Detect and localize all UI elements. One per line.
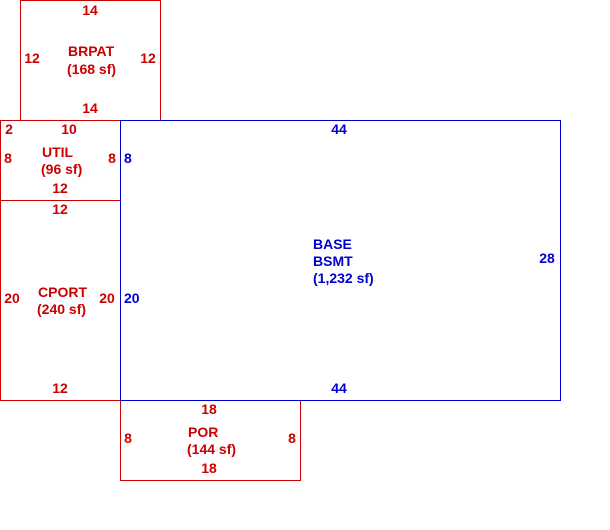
cport-left-dimension: 20 bbox=[4, 290, 20, 306]
base-area-label: (1,232 sf) bbox=[313, 270, 374, 286]
por-right-dimension: 8 bbox=[288, 430, 296, 446]
base-left-upper-dimension: 8 bbox=[124, 150, 132, 166]
por-code-label: POR bbox=[188, 424, 219, 440]
util-top-left-dimension: 2 bbox=[5, 121, 13, 137]
brpat-top-dimension: 14 bbox=[82, 2, 98, 18]
base-right-dimension: 28 bbox=[539, 250, 555, 266]
por-left-dimension: 8 bbox=[124, 430, 132, 446]
por-top-dimension: 18 bbox=[201, 401, 217, 417]
cport-code-label: CPORT bbox=[38, 284, 87, 300]
brpat-code-label: BRPAT bbox=[68, 43, 115, 59]
base-outline bbox=[120, 120, 561, 401]
brpat-bottom-dimension: 14 bbox=[82, 100, 98, 116]
base-subcode-label: BSMT bbox=[313, 253, 353, 269]
cport-bottom-dimension: 12 bbox=[52, 380, 68, 396]
util-right-dimension: 8 bbox=[108, 150, 116, 166]
brpat-right-dimension: 12 bbox=[140, 50, 156, 66]
util-top-dimension: 10 bbox=[61, 121, 77, 137]
por-bottom-dimension: 18 bbox=[201, 460, 217, 476]
brpat-area-label: (168 sf) bbox=[67, 61, 117, 77]
cport-top-dimension: 12 bbox=[52, 201, 68, 217]
util-area-label: (96 sf) bbox=[41, 161, 83, 177]
util-bottom-dimension: 12 bbox=[52, 180, 68, 196]
util-left-dimension: 8 bbox=[4, 150, 12, 166]
cport-right-dimension: 20 bbox=[99, 290, 115, 306]
base-bottom-dimension: 44 bbox=[331, 380, 347, 396]
base-top-dimension: 44 bbox=[331, 121, 347, 137]
base-code-label: BASE bbox=[313, 236, 352, 252]
base-left-lower-dimension: 20 bbox=[124, 290, 140, 306]
por-area-label: (144 sf) bbox=[187, 441, 237, 457]
brpat-left-dimension: 12 bbox=[24, 50, 40, 66]
util-code-label: UTIL bbox=[42, 144, 74, 160]
cport-area-label: (240 sf) bbox=[37, 301, 87, 317]
